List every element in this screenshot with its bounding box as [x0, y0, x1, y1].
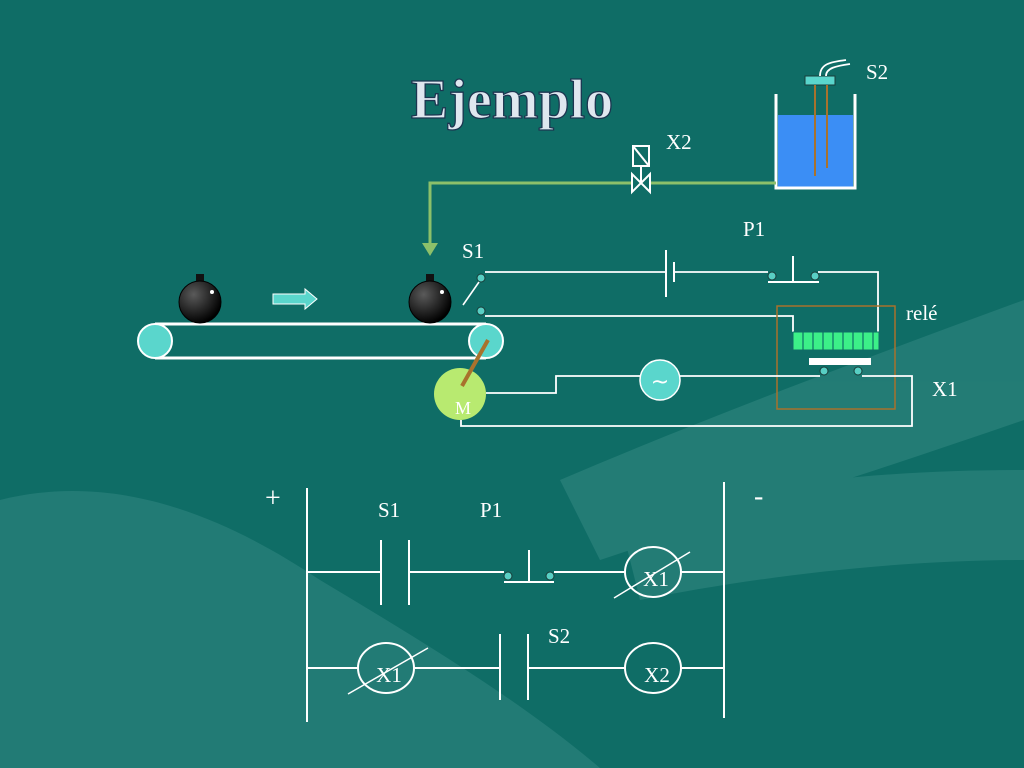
water-pipe — [428, 181, 776, 248]
ac-source-symbol: ~ — [651, 370, 669, 395]
relay-contact-left — [819, 366, 829, 376]
relay-coil — [792, 331, 880, 351]
p1-terminal-left — [767, 271, 777, 281]
solenoid-valve — [631, 145, 651, 195]
relay — [776, 305, 896, 410]
motor-drive-arm — [460, 339, 490, 387]
ball-highlight — [210, 290, 214, 294]
motor-circuit-wiring — [460, 375, 913, 427]
sensor-head — [804, 75, 836, 86]
rung2-contact-b-label: S2 — [548, 624, 570, 648]
conveyor-belt — [137, 322, 504, 360]
rung1-contact-a-label: S1 — [378, 498, 400, 522]
ladder-minus-label: - — [754, 481, 763, 512]
rung2-coil-label: X2 — [644, 663, 670, 687]
ball-cap — [426, 274, 434, 282]
pushbutton-label: P1 — [743, 217, 765, 241]
background-decoration — [0, 300, 1024, 768]
ladder-diagram: + - S1 P1 X1 — [265, 481, 763, 722]
relay-housing — [776, 305, 896, 410]
rung1-contact-b-label: P1 — [480, 498, 502, 522]
conveyor-direction-arrow — [272, 287, 318, 311]
s1-terminal-top — [476, 273, 486, 283]
relay-contact-right — [853, 366, 863, 376]
sensor-cable-1 — [819, 59, 847, 77]
product-ball-left — [178, 274, 222, 324]
conveyor-pulley-left — [137, 323, 173, 359]
wire-relay-return — [460, 375, 913, 427]
relay-contact-label: X1 — [932, 377, 958, 401]
slide-title: Ejemplo — [411, 69, 613, 131]
rung2-contact-a-label: X1 — [376, 663, 402, 687]
rung2-coil-slash — [347, 647, 429, 695]
ball-cap — [196, 274, 204, 282]
pipe-outlet-arrow — [422, 243, 438, 256]
motor-label: M — [455, 398, 471, 418]
rung1-coil-label: X1 — [643, 567, 669, 591]
s1-terminal-bottom — [476, 306, 486, 316]
wire-s1-to-relay-coil — [485, 315, 794, 332]
ball-body — [408, 280, 452, 324]
relay-armature — [809, 358, 871, 365]
motor — [434, 368, 486, 420]
p1-terminal-right — [810, 271, 820, 281]
ball-highlight — [440, 290, 444, 294]
valve-body-right — [639, 171, 651, 195]
tank-sensor-label: S2 — [866, 60, 888, 84]
pushbutton-p1 — [767, 256, 820, 283]
valve-actuator-diagonal — [632, 145, 650, 167]
relay-label: relé — [906, 301, 937, 325]
wire-motor-to-source — [486, 375, 640, 394]
level-sensor-s2 — [804, 59, 851, 176]
valve-body-left — [631, 171, 643, 195]
rung1-coil-slash — [613, 551, 691, 599]
wire-p1-to-relay — [818, 271, 879, 350]
product-ball-right — [408, 274, 452, 324]
tank-wall — [774, 94, 857, 190]
sensor-cable-2 — [825, 63, 851, 77]
rung1-p1-terminal-left — [503, 571, 513, 581]
ladder-rung-2 — [307, 634, 724, 700]
limit-switch-label: S1 — [462, 239, 484, 263]
ac-source — [639, 359, 681, 401]
control-circuit-wiring — [485, 250, 879, 350]
ball-body — [178, 280, 222, 324]
ladder-rung-1 — [307, 540, 724, 605]
valve-label: X2 — [666, 130, 692, 154]
relay-coil-windings — [802, 332, 874, 350]
rung1-p1-terminal-right — [545, 571, 555, 581]
s1-switch-blade — [462, 281, 480, 306]
ladder-plus-label: + — [265, 483, 281, 514]
